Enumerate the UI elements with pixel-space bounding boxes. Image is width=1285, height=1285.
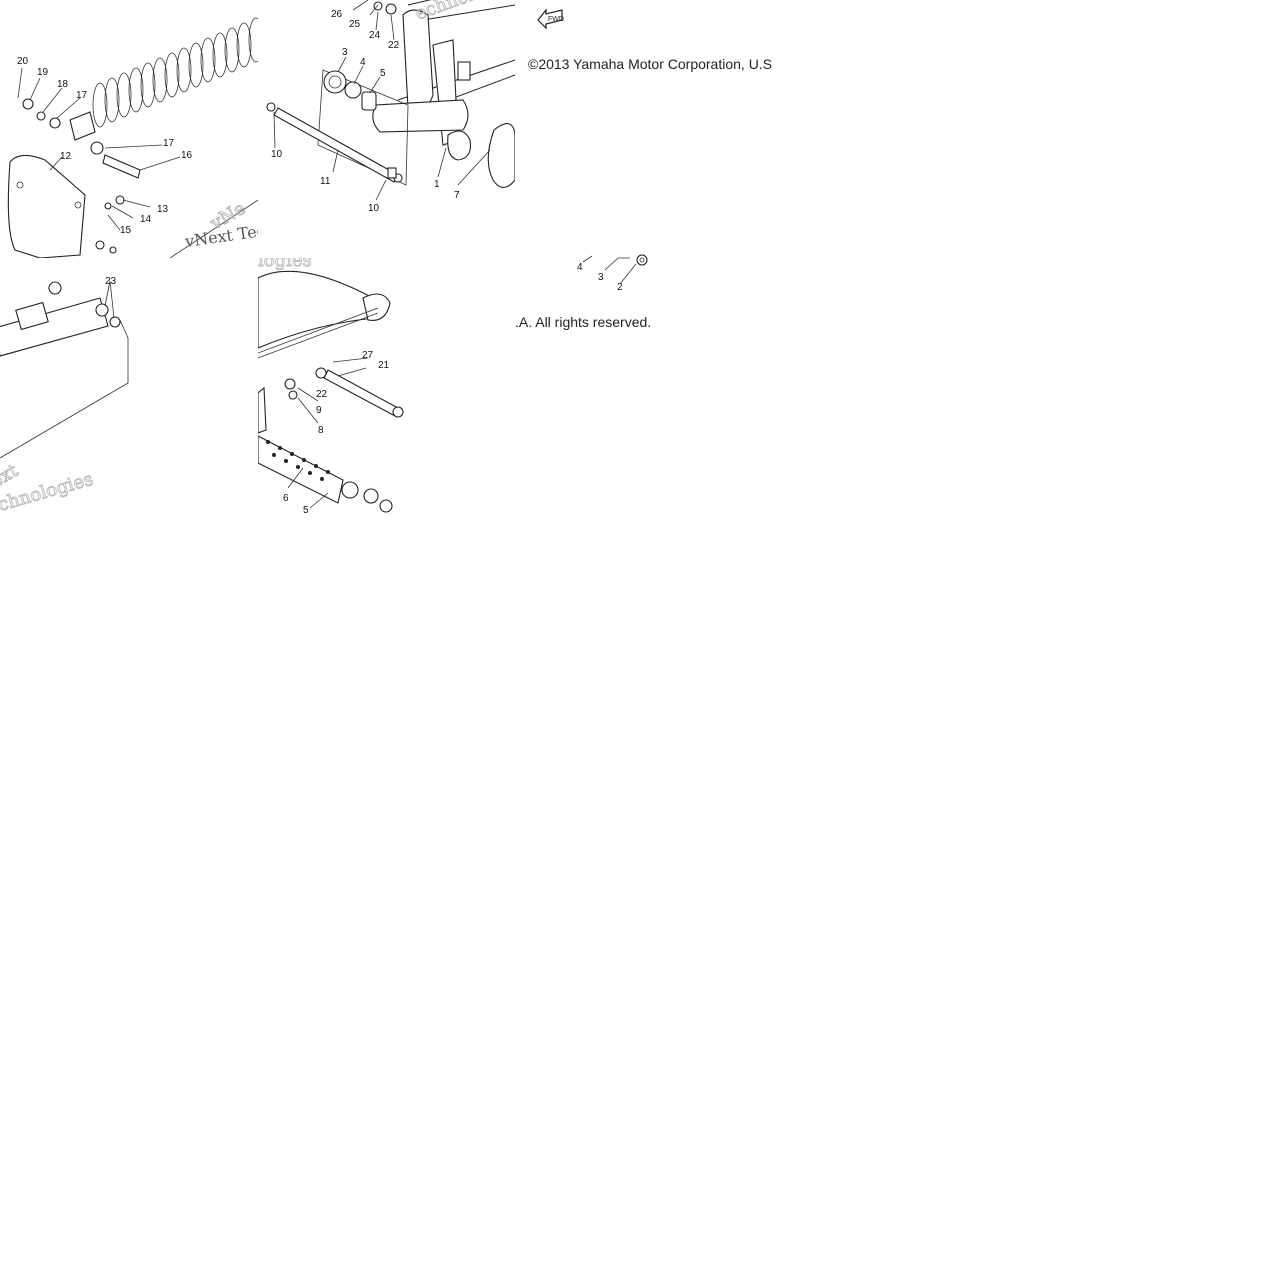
callout-13: 13 bbox=[157, 204, 169, 215]
callout-17b: 17 bbox=[163, 138, 175, 149]
callout-23: 23 bbox=[105, 276, 117, 287]
fwd-arrow-icon: FWD bbox=[536, 6, 566, 30]
callout-17a: 17 bbox=[76, 90, 88, 101]
callout-27: 27 bbox=[362, 350, 374, 361]
callout-7: 7 bbox=[454, 190, 460, 201]
callout-9: 9 bbox=[316, 405, 322, 416]
watermark-d: ext bbox=[0, 460, 22, 493]
callout-5: 5 bbox=[380, 68, 386, 79]
callout-15: 15 bbox=[120, 225, 132, 236]
shock-absorber-upper-diagram: 20 19 18 17 17 16 12 13 14 15 vNe vNext … bbox=[7, 17, 258, 258]
fwd-label: FWD bbox=[548, 16, 564, 23]
callout-22b: 22 bbox=[316, 389, 328, 400]
callout-21: 21 bbox=[378, 360, 390, 371]
diagram-tile-bottom-left: 23 ext chnologies bbox=[0, 258, 258, 516]
swingarm-lower-diagram: 27 21 22 9 8 6 5 logies bbox=[258, 258, 404, 516]
callout-4-frag: 4 bbox=[577, 262, 583, 273]
callout-1: 1 bbox=[434, 179, 440, 190]
callout-8: 8 bbox=[318, 425, 324, 436]
callout-22: 22 bbox=[388, 40, 400, 51]
callout-5b: 5 bbox=[303, 505, 309, 516]
watermark-c: echnolo bbox=[413, 0, 487, 25]
callout-10b: 10 bbox=[368, 203, 380, 214]
callout-4: 4 bbox=[360, 57, 366, 68]
diagram-tile-top-middle: 26 25 24 22 3 4 5 10 11 10 1 7 echnolo bbox=[258, 0, 515, 258]
callout-11: 11 bbox=[320, 176, 331, 187]
callout-26: 26 bbox=[331, 9, 343, 20]
callout-19: 19 bbox=[37, 67, 49, 78]
shock-absorber-lower-diagram: 23 ext chnologies bbox=[0, 276, 129, 516]
callout-3-frag: 3 bbox=[598, 272, 604, 283]
swingarm-pivot-diagram: 26 25 24 22 3 4 5 10 11 10 1 7 echnolo bbox=[266, 0, 515, 214]
callout-20: 20 bbox=[17, 56, 29, 67]
callout-18: 18 bbox=[57, 79, 69, 90]
callout-12: 12 bbox=[60, 151, 72, 162]
callout-14: 14 bbox=[140, 214, 152, 225]
watermark-f: logies bbox=[258, 258, 312, 271]
copyright-line-2: .A. All rights reserved. bbox=[515, 314, 652, 330]
diagram-tile-top-left: 20 19 18 17 17 16 12 13 14 15 vNe vNext … bbox=[0, 0, 258, 258]
copyright-line-1: ©2013 Yamaha Motor Corporation, U.S bbox=[528, 56, 773, 72]
callout-25: 25 bbox=[349, 19, 361, 30]
diagram-tile-fragment: 4 3 2 bbox=[560, 250, 660, 300]
callout-16: 16 bbox=[181, 150, 193, 161]
callout-3: 3 bbox=[342, 47, 348, 58]
diagram-tile-bottom-middle: 27 21 22 9 8 6 5 logies bbox=[258, 258, 515, 516]
callout-10a: 10 bbox=[271, 149, 283, 160]
callout-6: 6 bbox=[283, 493, 289, 504]
callout-24: 24 bbox=[369, 30, 381, 41]
callout-2-frag: 2 bbox=[617, 282, 623, 293]
